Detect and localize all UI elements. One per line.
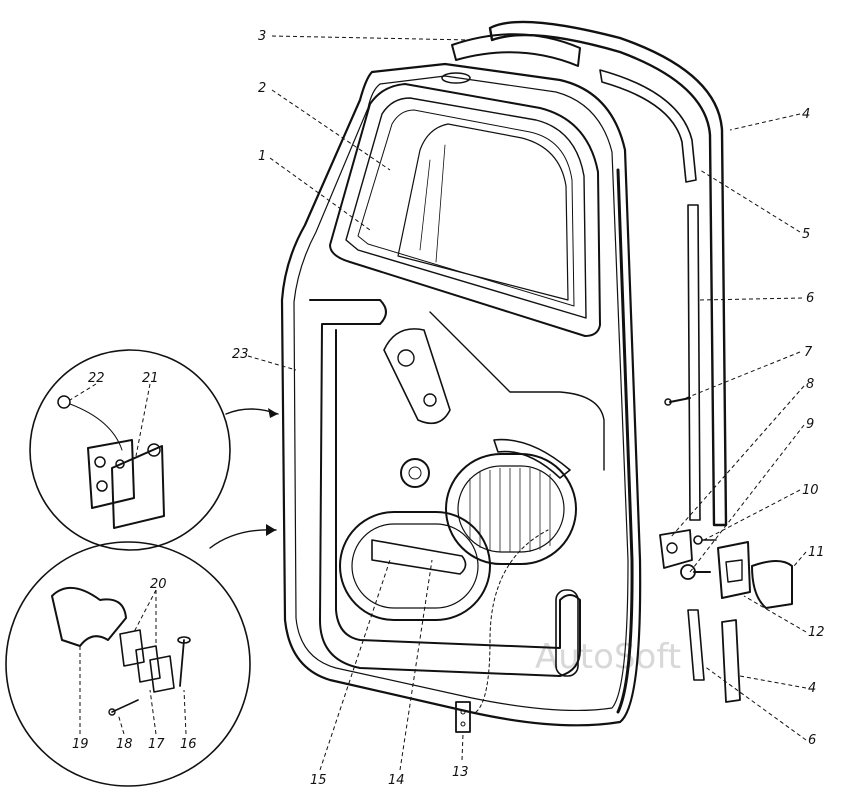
callout-10: 10 xyxy=(802,483,819,498)
lower-strips xyxy=(687,609,741,703)
callout-17: 17 xyxy=(148,737,165,752)
callout-5: 5 xyxy=(802,227,810,242)
door-seal-outer xyxy=(488,20,728,527)
striker-bracket xyxy=(659,529,711,580)
callout-14: 14 xyxy=(388,773,405,788)
callout-22: 22 xyxy=(88,371,105,386)
reinforcing-strip xyxy=(687,204,701,521)
callout-7: 7 xyxy=(804,345,813,360)
oval-grille xyxy=(445,438,577,565)
callout-1: 1 xyxy=(258,149,266,164)
hinge-detail-inset xyxy=(29,349,279,551)
callout-18: 18 xyxy=(116,737,133,752)
callout-4-bottom: 4 xyxy=(808,681,816,696)
callout-6-bottom: 6 xyxy=(808,733,816,748)
window-frame xyxy=(329,83,601,337)
callout-21: 21 xyxy=(142,371,159,386)
callout-2: 2 xyxy=(258,81,266,96)
callout-19: 19 xyxy=(72,737,89,752)
latch-plate xyxy=(717,541,793,609)
callout-13: 13 xyxy=(452,765,469,780)
weatherstrip-channel xyxy=(599,69,697,183)
small-parts xyxy=(455,397,793,733)
callout-9: 9 xyxy=(806,417,814,432)
leader-lines xyxy=(69,35,807,771)
callout-23: 23 xyxy=(232,347,249,362)
check-strap-detail-inset xyxy=(5,524,277,787)
callout-8: 8 xyxy=(806,377,814,392)
callout-16: 16 xyxy=(180,737,197,752)
lower-oval-pocket xyxy=(339,511,491,621)
callout-6-top: 6 xyxy=(806,291,814,306)
bolt-7 xyxy=(664,397,691,406)
callout-labels: 3 2 1 4 5 6 7 8 9 10 11 12 4 6 13 14 15 … xyxy=(72,29,825,788)
lower-panel-recesses xyxy=(309,299,605,677)
top-seal-strip xyxy=(441,33,581,84)
callout-11: 11 xyxy=(808,545,825,560)
callout-12: 12 xyxy=(808,625,825,640)
clip-13 xyxy=(455,529,549,733)
callout-15: 15 xyxy=(310,773,327,788)
door-panel xyxy=(280,62,642,727)
lower-slot xyxy=(555,589,579,677)
callout-4-top: 4 xyxy=(802,107,810,122)
callout-20: 20 xyxy=(150,577,167,592)
window-glass xyxy=(397,123,569,301)
callout-3: 3 xyxy=(258,29,266,44)
